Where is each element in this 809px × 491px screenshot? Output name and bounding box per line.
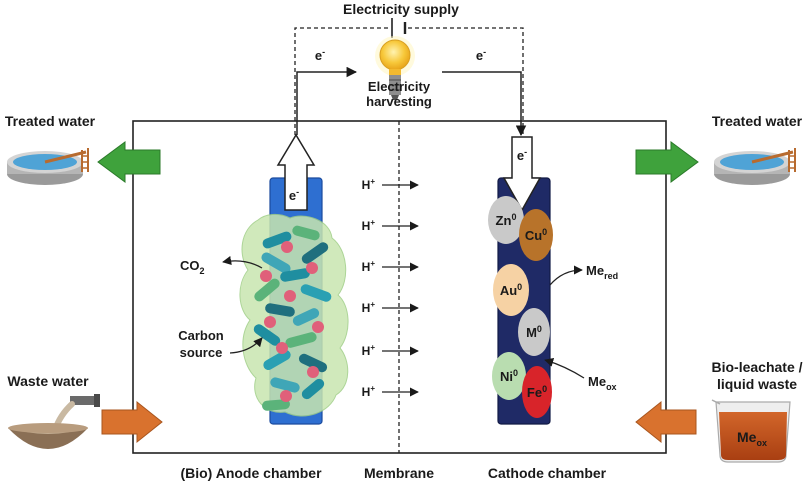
- membrane-label: Membrane: [364, 465, 434, 481]
- co2-arrow: [222, 256, 263, 269]
- electricity-supply-label: Electricity supply: [343, 1, 459, 17]
- me-ox-label: Meox: [588, 374, 617, 392]
- proton-row: H+: [362, 384, 419, 399]
- me-red-label: Mered: [586, 263, 618, 281]
- waste-pipe-icon: [8, 394, 100, 449]
- cathode-electron-label: e-: [517, 147, 527, 163]
- treated-water-right-label: Treated water: [712, 113, 803, 129]
- light-bulb-icon: [375, 36, 415, 100]
- svg-text:Cu0: Cu0: [525, 227, 547, 243]
- carbon-source-label: Carbon: [178, 328, 224, 343]
- electron-label-right: e-: [476, 47, 486, 63]
- bacteria-cluster-icon: [253, 225, 332, 411]
- metal-cu: Cu0: [519, 209, 553, 261]
- svg-text:M0: M0: [526, 324, 542, 340]
- carbon-source-label-2: source: [180, 345, 223, 360]
- svg-text:Zn0: Zn0: [496, 212, 517, 228]
- beaker-icon: Meox: [711, 399, 791, 463]
- water-treatment-tank-icon: [714, 148, 796, 185]
- proton-row: H+: [362, 218, 419, 233]
- svg-text:Ni0: Ni0: [500, 368, 518, 384]
- cathode-electron-arrow: [502, 136, 542, 212]
- svg-text:H+: H+: [362, 384, 376, 399]
- electricity-harvesting-label: Electricity: [368, 79, 431, 94]
- treated-water-left-label: Treated water: [5, 113, 96, 129]
- svg-text:H+: H+: [362, 343, 376, 358]
- waste-water-label: Waste water: [7, 373, 89, 389]
- svg-text:H+: H+: [362, 259, 376, 274]
- proton-row: H+: [362, 343, 419, 358]
- proton-row: H+: [362, 177, 419, 192]
- metal-ni: Ni0: [492, 352, 526, 400]
- metal-m: M0: [518, 308, 550, 356]
- harvest-circuit-left: [296, 66, 358, 135]
- inflow-arrow-left-shape: [101, 400, 163, 444]
- svg-text:H+: H+: [362, 218, 376, 233]
- bioleachate-label-2: liquid waste: [717, 376, 797, 392]
- anode-electron-label: e-: [289, 187, 299, 203]
- anode-electron-arrow: [276, 133, 316, 211]
- carbon-source-arrow: [229, 337, 263, 354]
- outflow-arrow-right-shape: [635, 141, 699, 183]
- metal-fe: Fe0: [522, 366, 552, 418]
- electricity-harvesting-label-2: harvesting: [366, 94, 432, 109]
- svg-text:Meox: Meox: [737, 429, 767, 448]
- co2-label: CO2: [180, 258, 205, 276]
- water-treatment-tank-icon: [7, 148, 89, 185]
- proton-row: H+: [362, 300, 419, 315]
- svg-text:Fe0: Fe0: [527, 384, 547, 400]
- harvest-circuit-right: [442, 71, 527, 137]
- me-red-arrow: [549, 265, 583, 286]
- outflow-arrow-left-shape: [97, 141, 161, 183]
- me-ox-arrow: [544, 357, 585, 379]
- proton-row: H+: [362, 259, 419, 274]
- metal-au: Au0: [493, 264, 529, 316]
- svg-text:H+: H+: [362, 300, 376, 315]
- metal-zn: Zn0: [488, 196, 524, 244]
- svg-text:H+: H+: [362, 177, 376, 192]
- cathode-chamber-label: Cathode chamber: [488, 465, 607, 481]
- anode-chamber-label: (Bio) Anode chamber: [180, 465, 322, 481]
- svg-text:Au0: Au0: [500, 282, 522, 298]
- electron-label-left: e-: [315, 47, 325, 63]
- supply-circuit-dashed: [294, 27, 524, 135]
- bioleachate-label: Bio-leachate /: [711, 359, 802, 375]
- inflow-arrow-right-shape: [635, 400, 697, 444]
